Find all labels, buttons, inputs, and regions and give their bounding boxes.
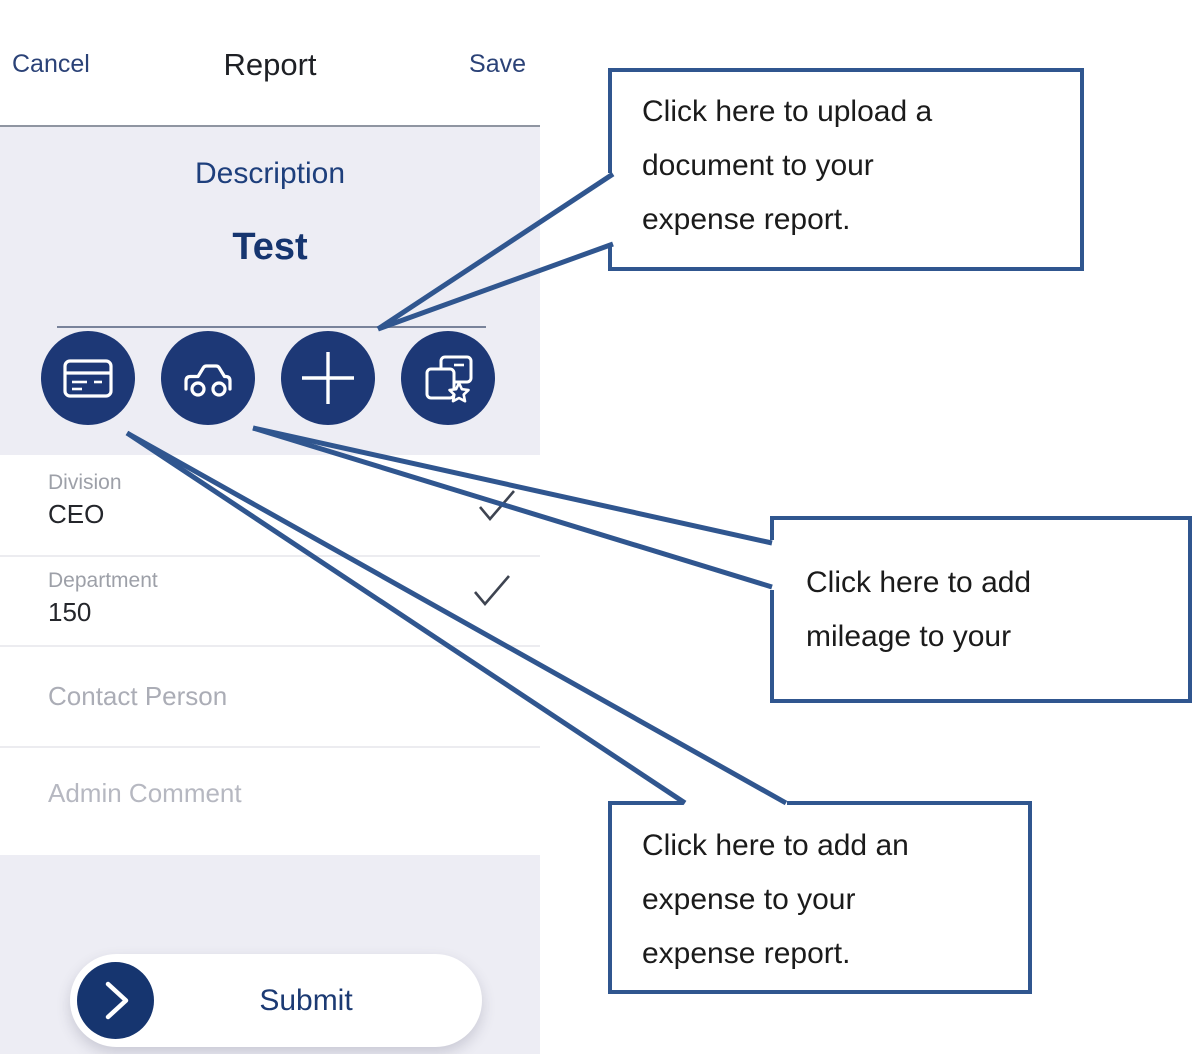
plus-icon bbox=[302, 352, 354, 404]
cancel-button[interactable]: Cancel bbox=[12, 50, 90, 78]
chevron-right-icon bbox=[105, 981, 129, 1020]
check-icon bbox=[479, 490, 515, 522]
upload-document-button[interactable] bbox=[401, 331, 495, 425]
car-icon bbox=[184, 364, 232, 397]
save-button[interactable]: Save bbox=[469, 50, 526, 78]
field-label: Division bbox=[48, 471, 122, 494]
page-title: Report bbox=[223, 47, 317, 82]
submit-label: Submit bbox=[259, 984, 353, 1017]
description-underline bbox=[57, 326, 486, 328]
callout-text-line: document to your bbox=[642, 149, 874, 182]
field-label: Department bbox=[48, 569, 158, 592]
field-row-division[interactable]: Division CEO bbox=[0, 455, 540, 557]
credit-card-icon bbox=[63, 359, 113, 398]
expense-app-screen: Cancel Report Save Description Test bbox=[0, 0, 540, 1054]
field-row-admin-comment[interactable]: Admin Comment bbox=[0, 748, 540, 855]
callout-text-line: expense report. bbox=[642, 937, 851, 970]
field-row-department[interactable]: Department 150 bbox=[0, 557, 540, 647]
document-star-icon bbox=[425, 355, 473, 403]
submit-arrow-circle bbox=[77, 962, 154, 1039]
field-row-contact-person[interactable]: Contact Person bbox=[0, 647, 540, 748]
callout-text-line: Click here to add bbox=[806, 566, 1032, 599]
field-placeholder: Admin Comment bbox=[48, 778, 242, 808]
add-expense-button[interactable] bbox=[41, 331, 135, 425]
callout-text-line: expense report. bbox=[642, 203, 851, 236]
field-placeholder: Contact Person bbox=[48, 681, 228, 711]
description-section: Description Test bbox=[0, 127, 540, 455]
callout-add-mileage: Click here to add mileage to your bbox=[770, 516, 1192, 703]
callout-upload-document: Click here to upload a document to your … bbox=[608, 68, 1084, 271]
add-item-button[interactable] bbox=[281, 331, 375, 425]
check-icon bbox=[474, 575, 510, 607]
field-value: 150 bbox=[48, 597, 92, 627]
submit-button[interactable]: Submit bbox=[70, 954, 482, 1047]
callout-add-expense: Click here to add an expense to your exp… bbox=[608, 801, 1032, 994]
app-header: Cancel Report Save bbox=[0, 0, 540, 127]
add-mileage-button[interactable] bbox=[161, 331, 255, 425]
callout-text-line: Click here to upload a bbox=[642, 95, 933, 128]
description-label: Description bbox=[194, 157, 346, 190]
callout-text-line: expense to your bbox=[642, 883, 856, 916]
description-value[interactable]: Test bbox=[232, 226, 308, 268]
callout-text-line: mileage to your bbox=[806, 620, 1012, 653]
callout-text-line: Click here to add an bbox=[642, 829, 909, 862]
field-value: CEO bbox=[48, 499, 105, 529]
